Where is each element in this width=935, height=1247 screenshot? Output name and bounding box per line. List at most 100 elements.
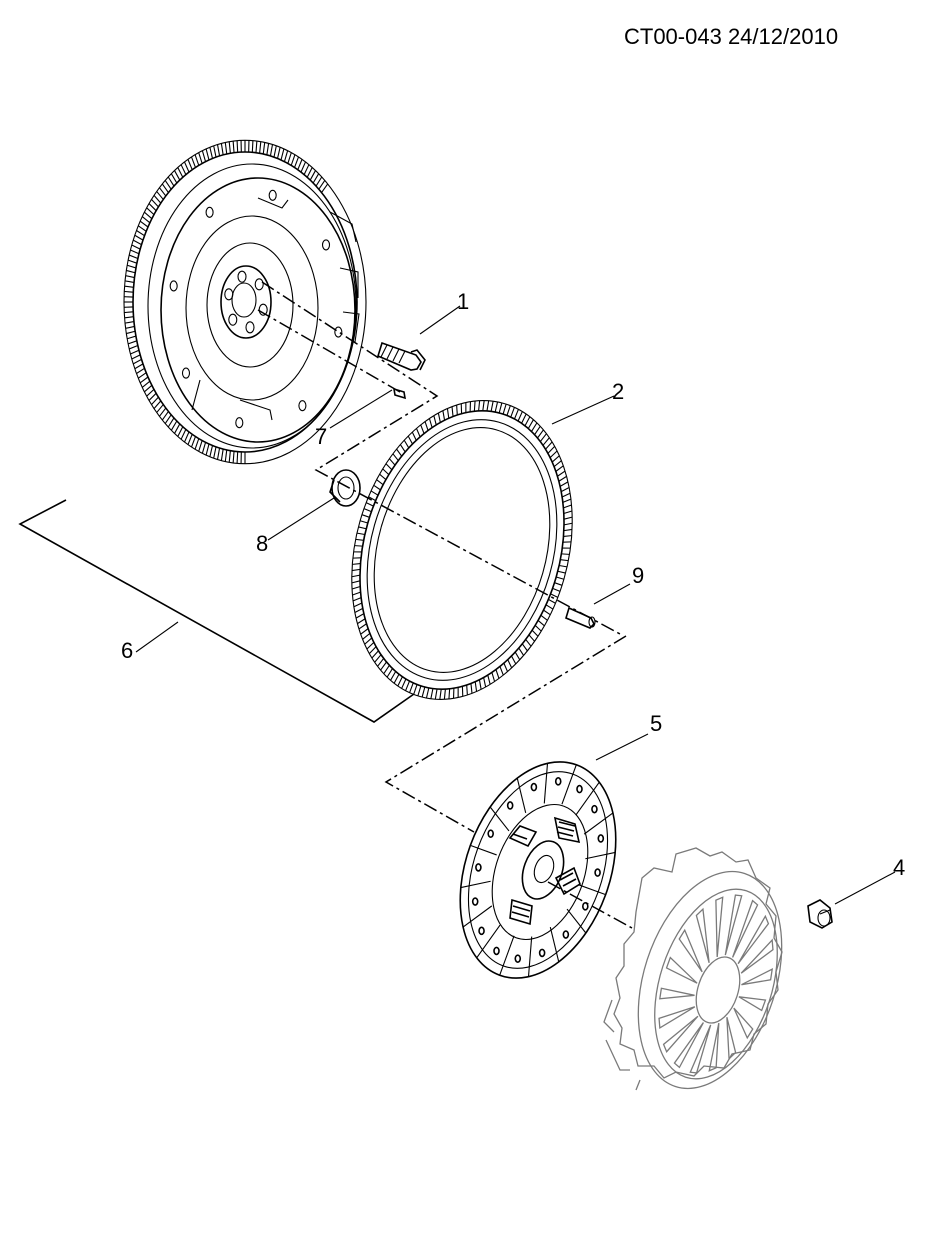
gear-tooth (170, 173, 178, 184)
gear-tooth (379, 473, 387, 481)
gear-tooth (470, 683, 473, 694)
rivet-hole (576, 784, 583, 794)
gear-tooth (220, 449, 224, 461)
gear-tooth (560, 487, 570, 493)
gear-tooth (514, 651, 521, 661)
gear-tooth (524, 416, 531, 427)
gear-tooth (134, 363, 144, 370)
gear-tooth (232, 451, 235, 463)
gear-tooth (437, 412, 441, 423)
gear-tooth (306, 167, 313, 178)
rivet-hole (471, 897, 479, 906)
rivet-hole (554, 777, 562, 786)
gear-tooth (563, 528, 573, 532)
gear-tooth (534, 425, 541, 435)
pressure-plate (603, 847, 783, 1091)
gear-tooth (360, 628, 369, 635)
gear-tooth (545, 441, 553, 450)
gear-tooth (482, 400, 485, 411)
gear-tooth (428, 418, 433, 428)
rivet-hole (594, 868, 601, 877)
diaphragm-finger (695, 907, 710, 963)
gear-tooth (262, 142, 266, 155)
gear-tooth (137, 225, 147, 232)
gear-tooth (187, 434, 193, 445)
gear-tooth (383, 665, 390, 675)
gear-tooth (183, 161, 190, 173)
flywheel (123, 139, 367, 465)
diaphragm-finger (678, 928, 703, 973)
callout-4: 4 (893, 855, 905, 880)
bolt-hole (245, 321, 255, 334)
gear-tooth (478, 400, 481, 411)
gear-tooth (124, 285, 134, 288)
gear-tooth (170, 420, 178, 431)
gear-tooth (124, 321, 135, 324)
gear-tooth (312, 173, 320, 184)
gear-tooth (180, 164, 187, 175)
gear-tooth (228, 141, 231, 154)
bolt-hole (237, 270, 247, 283)
mounting-hole (298, 400, 307, 412)
friction-segment-divider (549, 927, 560, 962)
rivet-hole (591, 804, 598, 814)
gear-tooth (392, 453, 399, 461)
gear-tooth (370, 490, 379, 496)
gear-tooth (545, 604, 554, 610)
gear-tooth (550, 593, 559, 598)
mounting-hole (169, 280, 178, 292)
diaphragm-finger (724, 894, 743, 956)
gear-tooth (542, 437, 550, 446)
flywheel-outer-holes (169, 189, 343, 429)
gear-tooth (563, 522, 573, 526)
friction-segment-divider (489, 806, 510, 832)
diaphragm-finger (741, 968, 774, 986)
gear-tooth (521, 413, 527, 424)
mounting-hole (334, 326, 343, 338)
gear-tooth (194, 154, 200, 166)
friction-segment-divider (516, 778, 527, 813)
gear-tooth (487, 674, 491, 685)
gear-tooth (232, 141, 235, 153)
gear-tooth (539, 433, 547, 442)
callout-5: 5 (650, 711, 662, 736)
rivet-hole (487, 829, 494, 838)
gear-tooth (491, 672, 496, 682)
rivet-hole (475, 863, 482, 872)
gear-tooth (442, 410, 446, 421)
ring-gear-teeth (351, 400, 573, 700)
gear-tooth (388, 458, 396, 466)
gear-tooth (139, 376, 149, 384)
gear-tooth (251, 140, 254, 153)
gear-tooth (144, 384, 153, 393)
gear-tooth (357, 618, 366, 625)
pressure-plate-diaphragm-fingers (658, 894, 774, 1074)
gear-tooth (443, 689, 446, 700)
gear-tooth (164, 180, 172, 190)
gear-tooth (430, 688, 434, 699)
leader-lines (135, 305, 896, 905)
gear-tooth (315, 176, 323, 187)
diaphragm-finger (658, 1006, 696, 1030)
gear-tooth (364, 637, 373, 645)
gear-tooth (127, 264, 137, 269)
gear-tooth-tips (123, 139, 367, 465)
gear-tooth (359, 520, 368, 524)
clutch-disc (459, 761, 617, 979)
gear-tooth (216, 144, 221, 157)
gear-tooth (397, 676, 403, 687)
gear-tooth (190, 436, 196, 448)
gear-tooth (513, 409, 519, 420)
gear-tooth (420, 424, 425, 434)
gear-tooth (494, 401, 499, 413)
friction-segment-divider (476, 924, 501, 959)
gear-tooth (552, 587, 561, 592)
gear-tooth (531, 422, 538, 432)
document-code: CT00-043 24/12/2010 (624, 24, 839, 49)
gear-tooth (558, 475, 567, 482)
friction-segment-divider (543, 763, 549, 804)
gear-tooth (506, 405, 511, 416)
gear-tooth (132, 239, 142, 246)
friction-segment-divider (566, 908, 587, 934)
gear-tooth (502, 403, 507, 415)
